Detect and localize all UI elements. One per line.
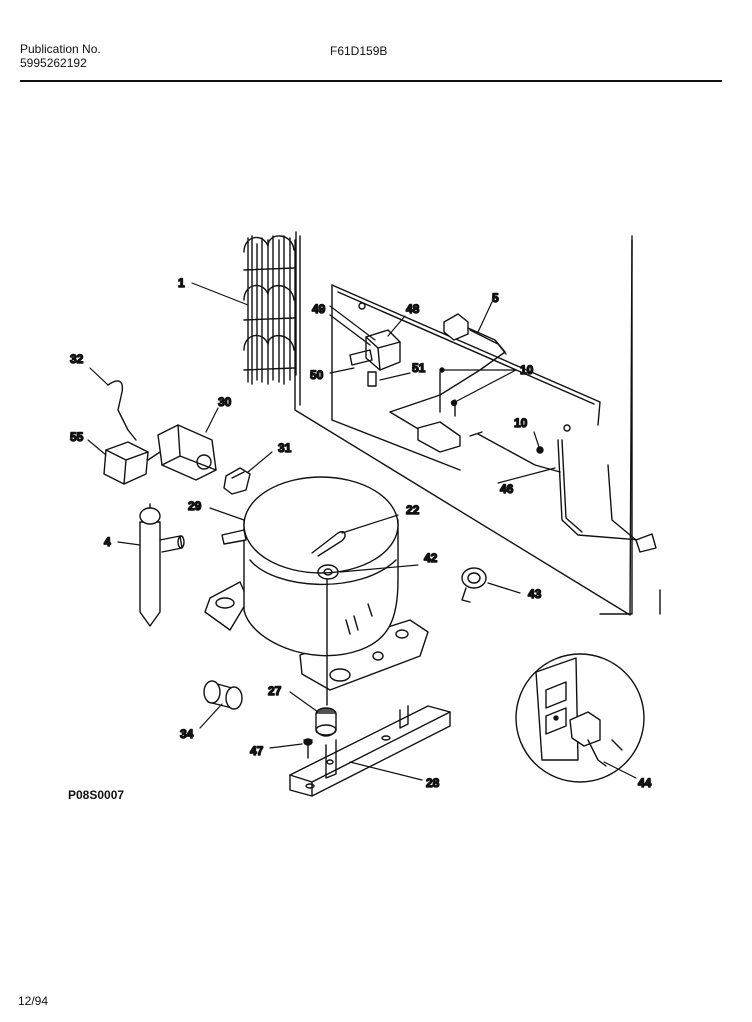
wire-harness (389, 313, 657, 553)
callout-51: 51 (412, 361, 426, 375)
callout-31: 31 (278, 441, 292, 455)
tube-clamp (461, 567, 487, 603)
callout-43: 43 (528, 587, 542, 601)
mounting-hardware (289, 705, 451, 797)
back-panel (331, 284, 601, 471)
callout-48: 48 (406, 302, 420, 316)
callout-28: 28 (426, 776, 440, 790)
callout-46: 46 (500, 482, 514, 496)
callout-50: 50 (310, 368, 324, 382)
relay-assembly (103, 380, 217, 485)
callout-32: 32 (70, 352, 84, 366)
callout-49: 49 (312, 302, 326, 316)
timer-assembly (329, 314, 401, 387)
model-number: F61D159B (330, 44, 388, 58)
compressor (204, 476, 429, 706)
callout-1: 1 (178, 276, 185, 290)
cabinet-outline (294, 235, 661, 616)
callout-42: 42 (424, 551, 438, 565)
drier (139, 503, 185, 627)
condenser-coil (243, 231, 297, 385)
callout-22: 22 (406, 503, 420, 517)
callout-34: 34 (180, 727, 194, 741)
callout-27: 27 (268, 684, 282, 698)
callout-30: 30 (218, 395, 232, 409)
footer-date: 12/94 (18, 994, 49, 1008)
grommet (203, 680, 243, 710)
publication-number: 5995262192 (20, 56, 87, 70)
cover-clip (223, 467, 251, 495)
publication-label: Publication No. (20, 42, 101, 56)
callout-10-timer: 10 (520, 363, 534, 377)
callout-47: 47 (250, 744, 264, 758)
leader-lines (87, 282, 637, 781)
power-cord-detail (515, 653, 645, 783)
callout-29: 29 (188, 499, 202, 513)
callout-55: 55 (70, 430, 84, 444)
callout-10-drain: 10 (514, 416, 528, 430)
diagram-code: P08S0007 (68, 788, 125, 802)
callout-4: 4 (104, 535, 111, 549)
callout-44: 44 (638, 776, 652, 790)
header-rule (20, 80, 722, 82)
callout-5: 5 (492, 291, 499, 305)
